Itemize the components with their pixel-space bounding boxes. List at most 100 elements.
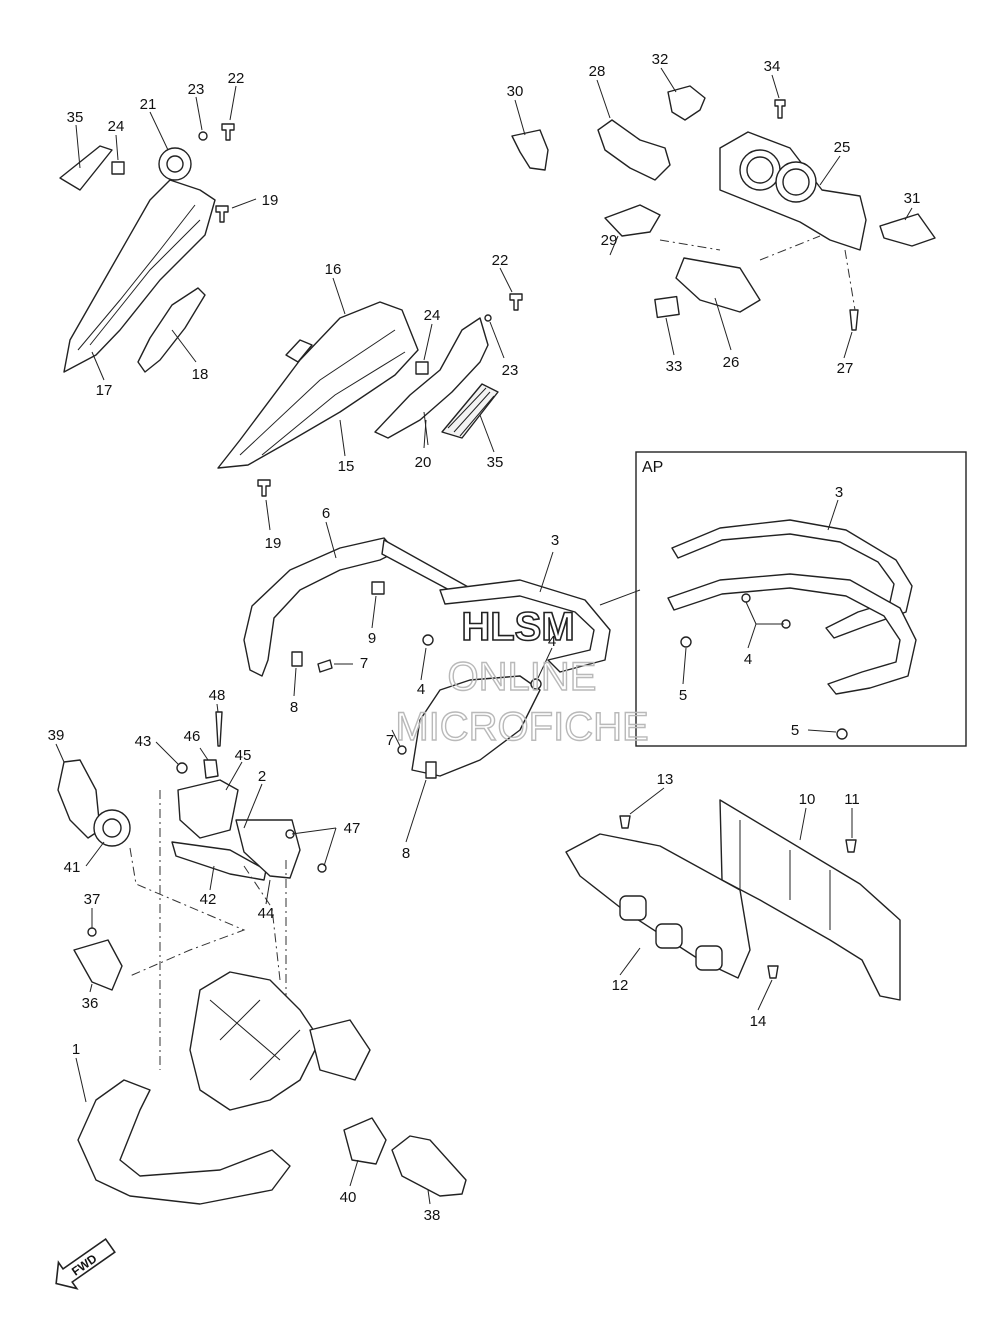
part-46-cap — [203, 759, 219, 779]
part-10-panel — [719, 799, 901, 1001]
callout-35b: 35 — [487, 454, 504, 471]
watermark-line1: HLSM — [461, 605, 574, 649]
part-19b-screw — [257, 479, 271, 497]
callout-44: 44 — [258, 905, 275, 922]
part-39-bracket — [57, 759, 101, 839]
callout-3: 3 — [551, 532, 559, 549]
part-37-bolt — [87, 927, 97, 937]
callout-14: 14 — [750, 1013, 767, 1030]
callout-4b: 4 — [548, 633, 556, 650]
part-15-cowl — [217, 301, 419, 469]
callout-7: 7 — [360, 655, 368, 672]
callout-30: 30 — [507, 83, 524, 100]
callout-43: 43 — [135, 733, 152, 750]
callout-32: 32 — [652, 51, 669, 68]
part-38-handle — [391, 1135, 467, 1197]
part-42-bracket — [171, 841, 267, 881]
callout-5: 5 — [679, 687, 687, 704]
part-24-clip — [111, 161, 125, 175]
callout-11: 11 — [844, 791, 860, 808]
callout-40: 40 — [340, 1189, 357, 1206]
part-22-bolt — [221, 123, 235, 141]
callout-26: 26 — [723, 354, 740, 371]
part-9-clip — [371, 581, 385, 595]
callout-5b: 5 — [791, 722, 799, 739]
part-group-front-structure — [75, 971, 467, 1205]
callout-3b: 3 — [835, 484, 843, 501]
part-14-rivet — [767, 965, 779, 979]
callout-45: 45 — [235, 747, 252, 764]
callout-20: 20 — [415, 454, 432, 471]
inset-part-5-nut — [680, 636, 692, 648]
part-lower-panel — [411, 675, 541, 777]
inset-part-5b-nut — [836, 728, 848, 740]
part-43-bolt — [176, 762, 188, 774]
callout-19: 19 — [262, 192, 279, 209]
callout-21: 21 — [140, 96, 157, 113]
callout-46: 46 — [184, 728, 201, 745]
part-22b-bolt — [509, 293, 523, 311]
callout-16: 16 — [325, 261, 342, 278]
inset-ap-label: AP — [642, 459, 663, 476]
callout-48: 48 — [209, 687, 226, 704]
fwd-arrow: FWD — [55, 1237, 116, 1290]
callout-22: 22 — [228, 70, 245, 87]
inset-part-3-lower-bar — [667, 573, 917, 695]
callout-29: 29 — [601, 232, 618, 249]
part-group-center-cowl — [217, 267, 523, 531]
callout-17: 17 — [96, 382, 113, 399]
callout-24b: 24 — [424, 307, 441, 324]
part-23-washer — [198, 131, 208, 141]
callout-4: 4 — [417, 681, 425, 698]
callout-8b: 8 — [402, 845, 410, 862]
part-47b-bolt — [317, 863, 327, 873]
part-33-plate — [654, 295, 680, 319]
callout-28: 28 — [589, 63, 606, 80]
part-40-bracket — [343, 1117, 387, 1165]
part-16-cowl-fin — [285, 339, 313, 363]
part-12-port-b — [655, 923, 683, 949]
callout-13: 13 — [657, 771, 674, 788]
part-1-bumper — [77, 1079, 291, 1205]
callout-18: 18 — [192, 366, 209, 383]
part-45-bracket — [177, 779, 239, 839]
callout-31: 31 — [904, 190, 921, 207]
callout-36: 36 — [82, 995, 99, 1012]
callout-labels: 35 24 21 23 22 19 17 18 16 24 22 23 15 2… — [48, 51, 921, 1224]
part-12-panel — [565, 833, 751, 979]
watermark-line3: MICROFICHE — [395, 705, 648, 749]
part-8b-nut — [425, 761, 437, 779]
part-group-dash — [511, 67, 936, 359]
watermark: HLSM ONLINE MICROFICHE — [395, 604, 650, 750]
part-23b-bracket — [374, 317, 489, 439]
part-18-panel — [137, 287, 206, 373]
callout-33: 33 — [666, 358, 683, 375]
part-35-decal — [59, 145, 113, 191]
part-4b-nut — [530, 678, 542, 690]
callout-6: 6 — [322, 505, 330, 522]
part-27-clip — [849, 309, 859, 331]
callout-9: 9 — [368, 630, 376, 647]
part-group-panels — [565, 787, 901, 1011]
callout-7b: 7 — [386, 732, 394, 749]
part-7-screw — [317, 659, 333, 673]
callout-27: 27 — [837, 360, 854, 377]
callout-41: 41 — [64, 859, 81, 876]
callout-1: 1 — [72, 1041, 80, 1058]
callout-19b: 19 — [265, 535, 282, 552]
callout-15: 15 — [338, 458, 355, 475]
part-28-cover — [597, 119, 671, 181]
callout-38: 38 — [424, 1207, 441, 1224]
part-35b-decal — [441, 383, 499, 439]
part-36-bracket — [73, 939, 123, 991]
part-front-frame — [189, 971, 321, 1111]
part-7b-screw — [397, 745, 407, 755]
callout-39: 39 — [48, 727, 65, 744]
part-4-nut — [422, 634, 434, 646]
part-6-frame — [243, 537, 397, 677]
part-group-brackets — [55, 703, 337, 1070]
part-group-front-frame — [243, 521, 641, 843]
part-3-bar — [439, 579, 611, 673]
part-12-port-a — [619, 895, 647, 921]
